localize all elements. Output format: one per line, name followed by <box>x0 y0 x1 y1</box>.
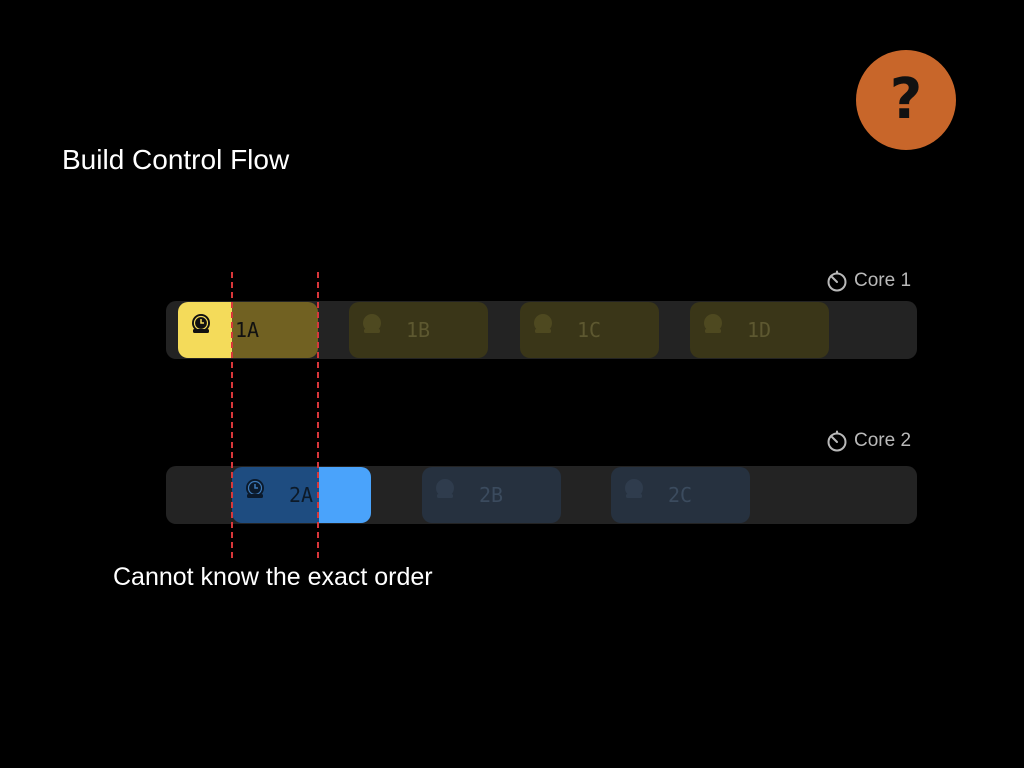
alarm-clock-icon <box>192 314 210 333</box>
alarm-clock-icon <box>704 314 722 333</box>
core-1-label: Core 1 <box>826 270 911 292</box>
uncertainty-marker-end <box>317 272 319 558</box>
alarm-clock-icon <box>534 314 552 333</box>
task-1a[interactable]: 1A <box>178 302 318 358</box>
task-1c[interactable]: 1C <box>520 302 659 358</box>
stopwatch-icon <box>827 270 847 292</box>
core-1-label-text: Core 1 <box>854 270 912 291</box>
alarm-clock-icon <box>625 479 643 498</box>
core-2-label: Core 2 <box>826 430 911 452</box>
alarm-clock-icon <box>436 479 454 498</box>
task-1a-dim-segment <box>232 302 318 358</box>
task-2a[interactable]: 2A <box>232 467 371 523</box>
task-1d-label: 1D <box>747 318 772 342</box>
uncertainty-marker-start <box>231 272 233 558</box>
task-1d[interactable]: 1D <box>690 302 829 358</box>
task-2b[interactable]: 2B <box>422 467 561 523</box>
task-1c-label: 1C <box>577 318 602 342</box>
task-2a-dim-segment <box>232 467 319 523</box>
stopwatch-icon <box>827 430 847 452</box>
page-title: Build Control Flow <box>62 144 290 175</box>
core-1-track: 1A 1B 1C 1D <box>166 301 917 359</box>
alarm-clock-icon <box>363 314 381 333</box>
task-1a-label: 1A <box>235 318 260 342</box>
task-2a-active-segment <box>319 467 371 523</box>
caption: Cannot know the exact order <box>113 563 433 591</box>
task-2c[interactable]: 2C <box>611 467 750 523</box>
task-1b[interactable]: 1B <box>349 302 488 358</box>
alarm-clock-icon <box>246 479 264 498</box>
task-2b-label: 2B <box>479 483 504 507</box>
core-2-label-text: Core 2 <box>854 430 912 451</box>
task-1b-label: 1B <box>406 318 431 342</box>
question-mark-icon: ? <box>889 67 923 132</box>
task-2c-label: 2C <box>668 483 693 507</box>
core-2-track: 2A 2B 2C <box>166 466 917 524</box>
help-badge: ? <box>856 50 956 150</box>
task-2a-label: 2A <box>289 483 314 507</box>
